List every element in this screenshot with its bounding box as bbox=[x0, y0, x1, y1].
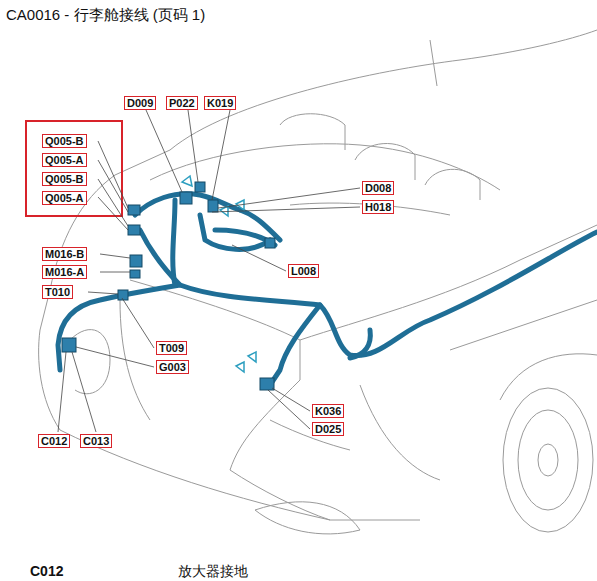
legend-description: 放大器接地 bbox=[178, 563, 248, 581]
connector-code: K019 bbox=[207, 97, 233, 109]
connector-code: D009 bbox=[127, 97, 153, 109]
callout-box: P022 bbox=[166, 96, 198, 110]
callout-box: K019 bbox=[204, 96, 236, 110]
connector-code: M016-A bbox=[45, 266, 84, 278]
callout-box: T009 bbox=[156, 341, 187, 355]
connector-code: T009 bbox=[159, 342, 184, 354]
highlight-frame bbox=[26, 121, 122, 216]
connector-code: Q005-A bbox=[45, 192, 84, 204]
connector-code: M016-B bbox=[45, 248, 84, 260]
callout-box: K036 bbox=[312, 404, 344, 418]
connector-code: C013 bbox=[83, 435, 109, 447]
connector-code: P022 bbox=[169, 97, 195, 109]
callout-box: H018 bbox=[362, 200, 394, 214]
legend-code: C012 bbox=[30, 563, 63, 579]
callout-box: Q005-A bbox=[42, 191, 87, 205]
connector-code: L008 bbox=[291, 265, 316, 277]
callout-box: C013 bbox=[80, 434, 112, 448]
connector-code: C012 bbox=[41, 435, 67, 447]
callout-box: C012 bbox=[38, 434, 70, 448]
connector-code: D025 bbox=[315, 423, 341, 435]
callout-box: Q005-A bbox=[42, 153, 87, 167]
connector-code: Q005-B bbox=[45, 135, 84, 147]
callout-box: D008 bbox=[362, 181, 394, 195]
callout-box: D025 bbox=[312, 422, 344, 436]
callout-box: M016-A bbox=[42, 265, 87, 279]
connector-code: K036 bbox=[315, 405, 341, 417]
callout-box: D009 bbox=[124, 96, 156, 110]
callout-box: M016-B bbox=[42, 247, 87, 261]
connector-code: Q005-B bbox=[45, 173, 84, 185]
wire-harness bbox=[58, 194, 597, 382]
leader-lines bbox=[58, 110, 360, 432]
callout-box: T010 bbox=[42, 285, 73, 299]
callout-box: Q005-B bbox=[42, 134, 87, 148]
callout-box: G003 bbox=[156, 360, 189, 374]
connector-code: Q005-A bbox=[45, 154, 84, 166]
callout-box: L008 bbox=[288, 264, 319, 278]
callout-box: Q005-B bbox=[42, 172, 87, 186]
page-title: CA0016 - 行李舱接线 (页码 1) bbox=[6, 6, 205, 25]
connector-code: H018 bbox=[365, 201, 391, 213]
connector-code: G003 bbox=[159, 361, 186, 373]
connector-code: D008 bbox=[365, 182, 391, 194]
connector-code: T010 bbox=[45, 286, 70, 298]
